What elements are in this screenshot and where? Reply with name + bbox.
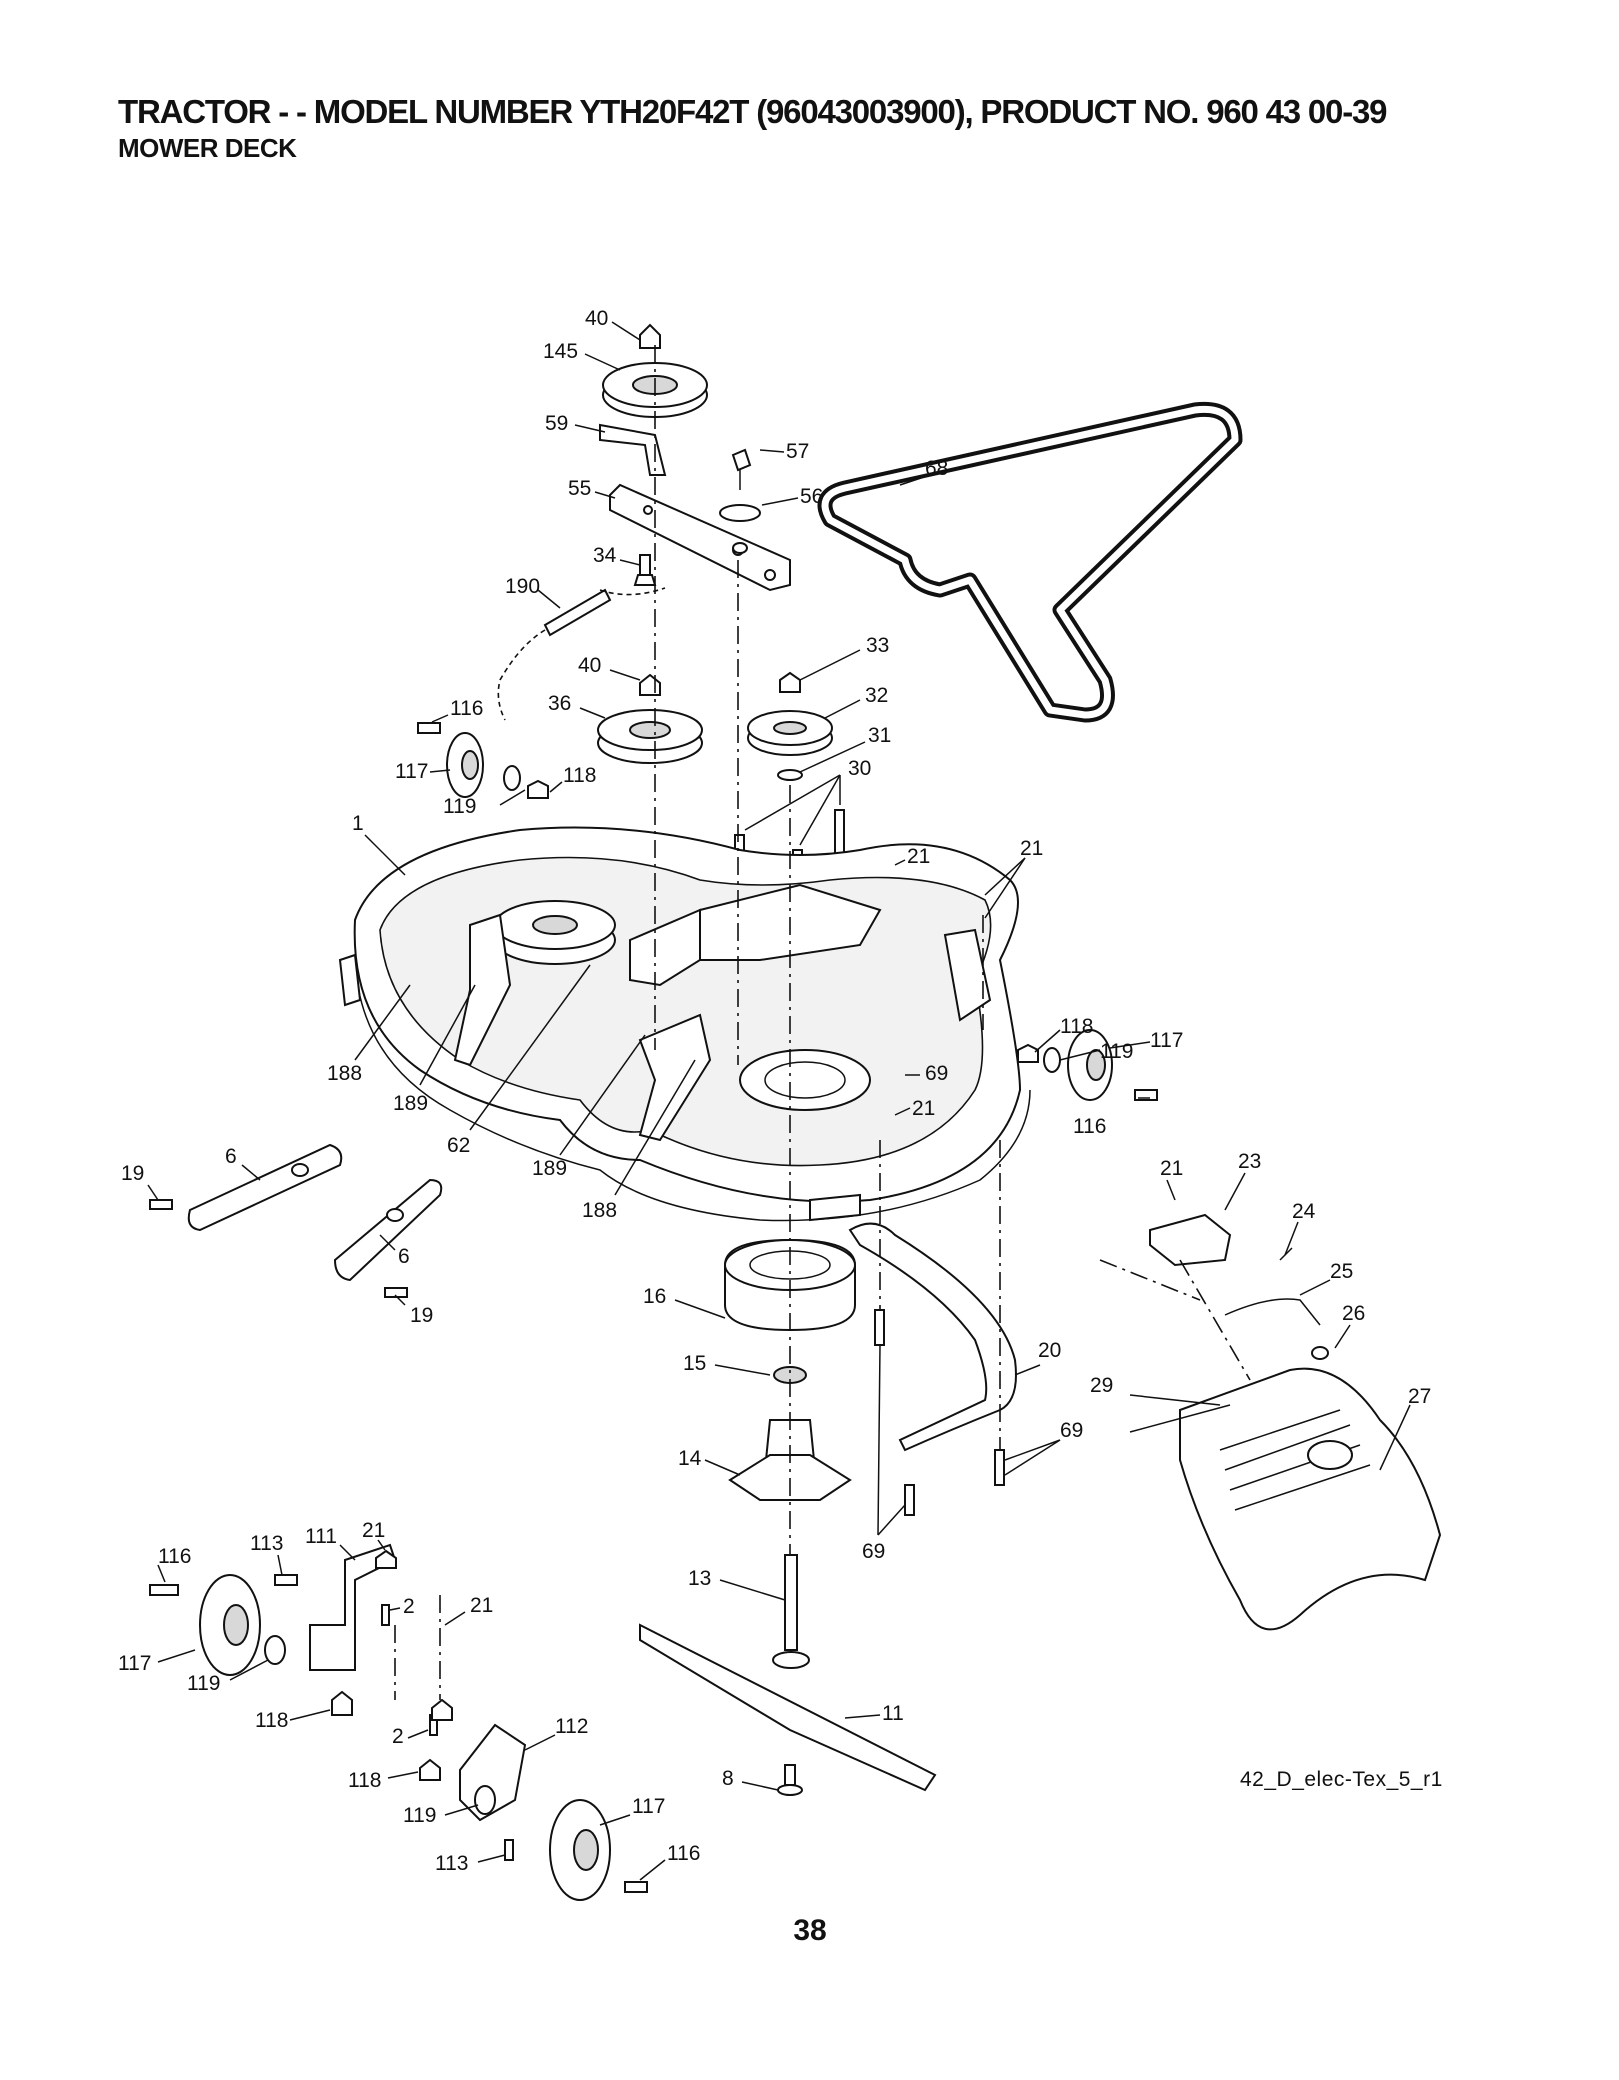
callout-label: 15: [683, 1352, 706, 1375]
callout-label: 21: [1020, 837, 1043, 860]
callout-label: 111: [305, 1525, 337, 1548]
callout-label: 14: [678, 1447, 702, 1470]
deck-pulleys: [597, 671, 833, 781]
callout-label: 32: [865, 684, 888, 707]
callout-labels: 40 145 59 57 68 55 56 34 190 33 40 32 36…: [118, 307, 1431, 1881]
callout-label: 117: [118, 1652, 151, 1675]
callout-label: 119: [443, 795, 476, 818]
callout-label: 188: [582, 1199, 617, 1222]
callout-label: 117: [1150, 1029, 1183, 1052]
page-number: 38: [793, 1914, 827, 1947]
callout-label: 21: [1160, 1157, 1183, 1180]
callout-label: 19: [121, 1162, 144, 1185]
left-anti-scalp-wheel: [149, 1543, 397, 1716]
callout-label: 30: [848, 757, 871, 780]
section-subtitle: MOWER DECK: [118, 133, 297, 163]
callout-label: 117: [632, 1795, 665, 1818]
callout-label: 113: [435, 1852, 468, 1875]
page-header: TRACTOR - - MODEL NUMBER YTH20F42T (9604…: [118, 92, 1518, 164]
callout-label: 2: [403, 1595, 415, 1618]
callout-label: 36: [548, 692, 571, 715]
callout-label: 27: [1408, 1385, 1431, 1408]
callout-label: 21: [362, 1519, 385, 1542]
callout-label: 69: [1060, 1419, 1083, 1442]
callout-label: 145: [543, 340, 578, 363]
mower-deck-housing: [338, 826, 1031, 1222]
callout-label: 2: [392, 1725, 404, 1748]
callout-label: 16: [643, 1285, 666, 1308]
callout-label: 69: [925, 1062, 948, 1085]
callout-label: 189: [393, 1092, 428, 1115]
callout-label: 33: [866, 634, 889, 657]
callout-label: 116: [667, 1842, 700, 1865]
callout-label: 118: [255, 1709, 288, 1732]
callout-label: 34: [593, 544, 617, 567]
callout-label: 59: [545, 412, 568, 435]
callout-label: 119: [403, 1804, 436, 1827]
callout-label: 56: [800, 485, 823, 508]
callout-label: 112: [555, 1715, 588, 1738]
callout-label: 188: [327, 1062, 362, 1085]
callout-label: 119: [187, 1672, 220, 1695]
page-title: TRACTOR - - MODEL NUMBER YTH20F42T (9604…: [118, 93, 1387, 130]
callout-label: 55: [568, 477, 591, 500]
left-gauge-wheel: [417, 722, 549, 799]
callout-label: 116: [450, 697, 483, 720]
callout-label: 117: [395, 760, 428, 783]
callout-label: 11: [882, 1702, 904, 1725]
callout-label: 31: [868, 724, 891, 747]
callout-label: 26: [1342, 1302, 1365, 1325]
callout-label: 24: [1292, 1200, 1316, 1223]
callout-label: 21: [907, 845, 930, 868]
callout-label: 68: [925, 457, 948, 480]
right-anti-scalp-wheel: [419, 1698, 648, 1901]
callout-label: 20: [1038, 1339, 1061, 1362]
callout-label: 40: [578, 654, 601, 677]
callout-label: 118: [1060, 1015, 1093, 1038]
right-gauge-wheel: [1017, 1029, 1158, 1101]
callout-label: 6: [398, 1245, 410, 1268]
callout-label: 21: [470, 1594, 493, 1617]
mower-blade: [639, 1623, 937, 1796]
callout-label: 190: [505, 575, 540, 598]
callout-label: 40: [585, 307, 608, 330]
callout-label: 189: [532, 1157, 567, 1180]
callout-label: 62: [447, 1134, 470, 1157]
callout-label: 113: [250, 1532, 283, 1555]
callout-label: 118: [563, 764, 596, 787]
callout-label: 23: [1238, 1150, 1261, 1173]
callout-label: 118: [348, 1769, 381, 1792]
callout-label: 116: [158, 1545, 191, 1568]
idler-pulley-assembly: [497, 323, 791, 721]
callout-label: 8: [722, 1767, 734, 1790]
callout-label: 57: [786, 440, 809, 463]
callout-label: 1: [352, 812, 364, 835]
drawing-reference: 42_D_elec-Tex_5_r1: [1240, 1768, 1443, 1791]
callout-label: 119: [1100, 1040, 1133, 1063]
deck-arms: [149, 1143, 443, 1298]
callout-label: 13: [688, 1567, 711, 1590]
callout-label: 29: [1090, 1374, 1113, 1397]
callout-label: 21: [912, 1097, 935, 1120]
callout-label: 69: [862, 1540, 885, 1563]
deck-stabilizer-rod: [848, 1222, 1017, 1516]
callout-label: 116: [1073, 1115, 1106, 1138]
discharge-chute: [1129, 1213, 1442, 1631]
callout-label: 25: [1330, 1260, 1353, 1283]
callout-label: 19: [410, 1304, 433, 1327]
assembly-center-lines: [394, 345, 1251, 1700]
callout-label: 6: [225, 1145, 237, 1168]
drive-belt: [817, 401, 1243, 723]
